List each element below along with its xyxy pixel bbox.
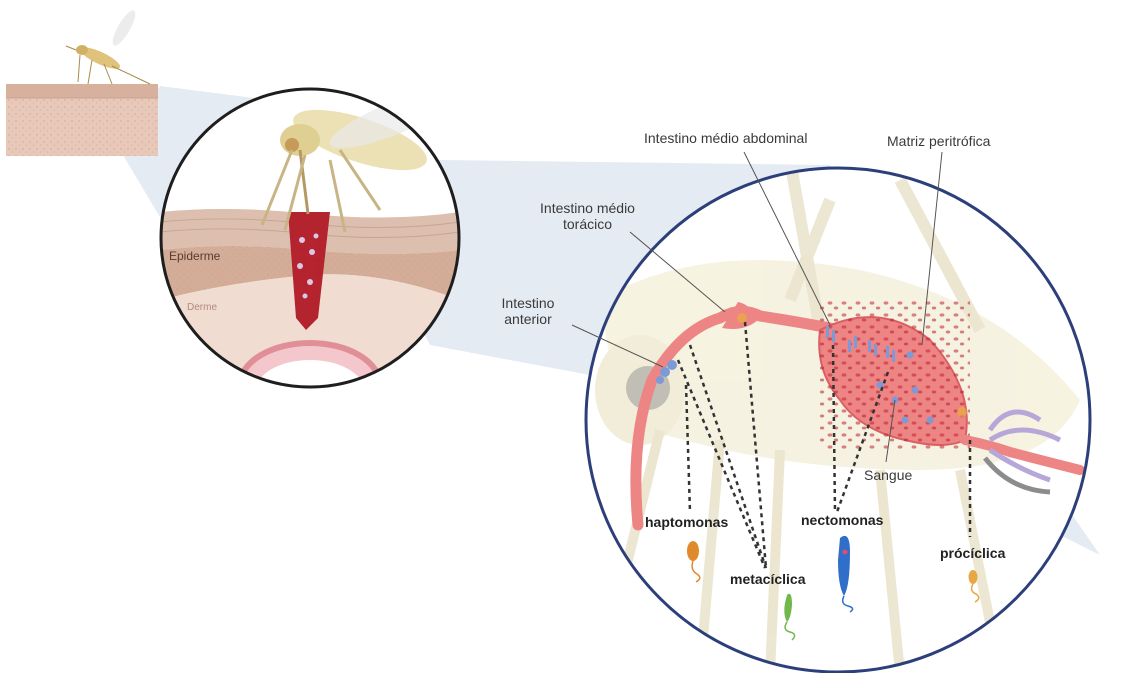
label-foregut-line1: Intestino xyxy=(488,295,568,311)
label-haptomonas: haptomonas xyxy=(645,514,728,530)
label-foregut-line2: anterior xyxy=(488,311,568,327)
label-midgut-thoracic-line1: Intestino médio xyxy=(525,200,650,216)
skin-block-icon xyxy=(6,84,158,156)
label-dermis: Derme xyxy=(187,302,217,314)
label-foregut: Intestino anterior xyxy=(488,295,568,327)
label-midgut-abdominal: Intestino médio abdominal xyxy=(644,130,807,146)
label-epidermis: Epiderme xyxy=(169,250,220,264)
label-midgut-thoracic: Intestino médio torácico xyxy=(525,200,650,232)
label-midgut-thoracic-line2: torácico xyxy=(525,216,650,232)
label-procyclic: prócíclica xyxy=(940,545,1005,561)
sandfly-icon xyxy=(66,8,150,84)
label-blood: Sangue xyxy=(864,467,912,483)
label-metacyclic: metacíclica xyxy=(730,571,806,587)
label-peritrophic-matrix: Matriz peritrófica xyxy=(887,133,990,149)
label-nectomonas: nectomonas xyxy=(801,512,883,528)
